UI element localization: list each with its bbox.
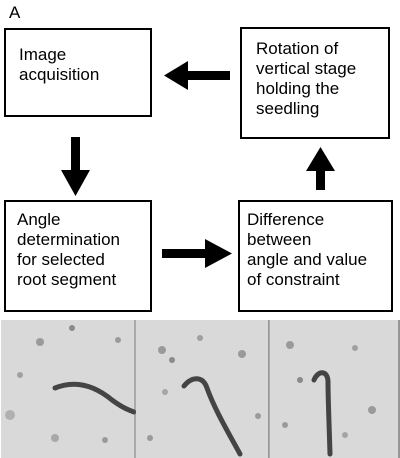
difference-box: Difference between angle and value of co…: [238, 200, 393, 312]
difference-label: Difference between angle and value of co…: [247, 210, 368, 289]
arrow-angle-to-difference: [162, 239, 232, 268]
image-acquisition-box: Image acquisition: [4, 28, 152, 117]
arrow-acquisition-to-angle: [61, 137, 90, 196]
root-segment-2: [181, 376, 243, 457]
root-photo-strip: [1, 320, 400, 458]
root-segment-3: [311, 370, 333, 457]
root-photo-1: [1, 320, 137, 458]
angle-determination-box: Angle determination for selected root se…: [4, 200, 152, 312]
image-acquisition-label: Image acquisition: [19, 45, 100, 84]
root-segment-1: [52, 381, 137, 415]
panel-a-label: A: [9, 3, 21, 22]
flow-arrows: [61, 61, 335, 268]
arrow-rotation-to-acquisition: [164, 61, 230, 90]
rotation-box: Rotation of vertical stage holding the s…: [240, 27, 390, 139]
root-photo-2: [136, 320, 269, 458]
rotation-label: Rotation of vertical stage holding the s…: [256, 39, 357, 118]
arrow-difference-to-rotation: [306, 147, 335, 190]
angle-determination-label: Angle determination for selected root se…: [17, 210, 121, 289]
root-photo-3: [270, 320, 400, 458]
